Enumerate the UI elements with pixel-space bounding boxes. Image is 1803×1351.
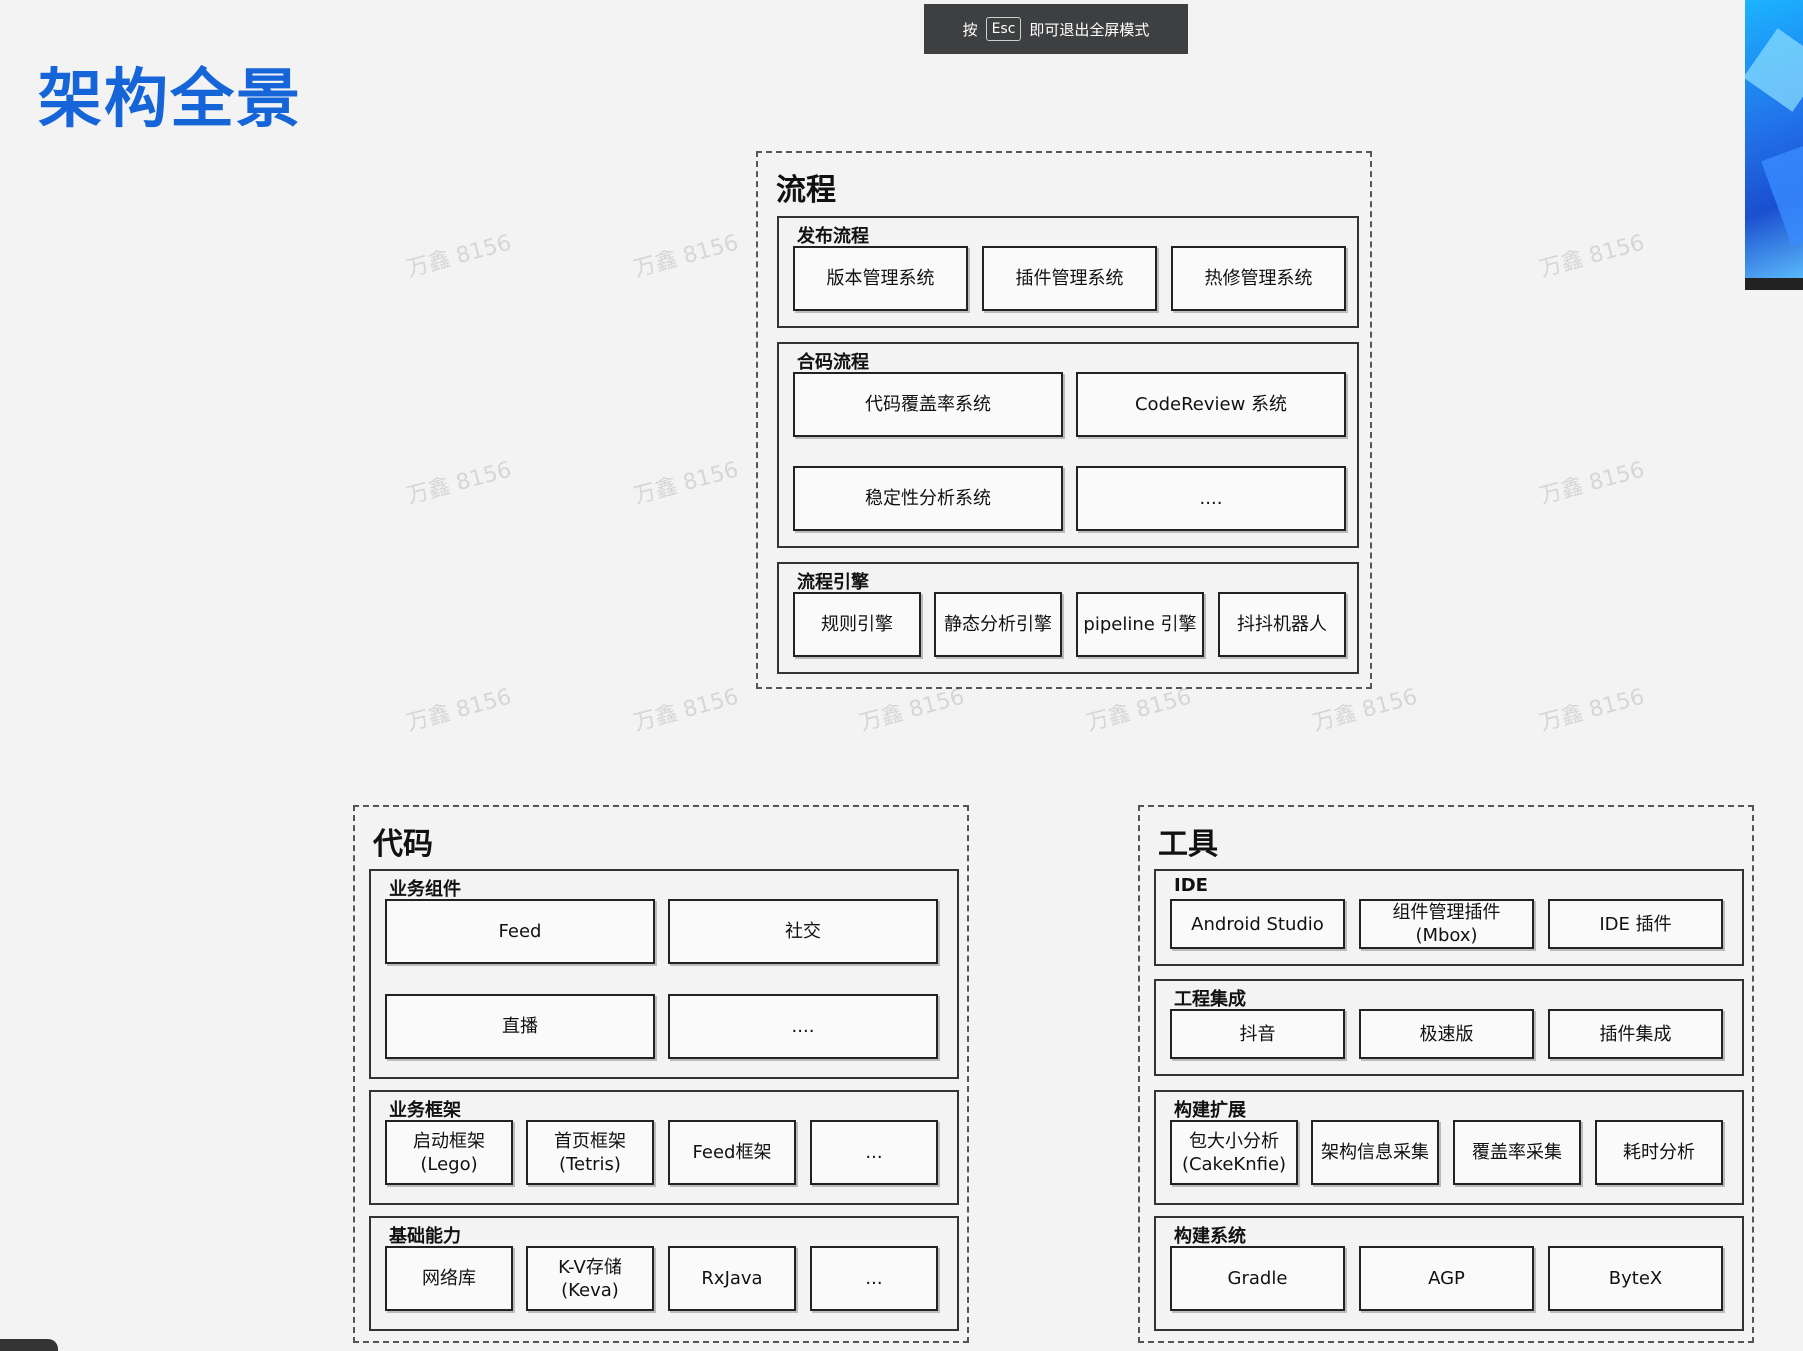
diagram-box: Feed <box>385 899 655 964</box>
ide-title: IDE <box>1174 875 1208 896</box>
diagram-box: 极速版 <box>1359 1009 1534 1059</box>
business-components-group: 业务组件 Feed 社交 直播 .... <box>369 869 959 1079</box>
flow-section: 流程 发布流程 版本管理系统 插件管理系统 热修管理系统 合码流程 代码覆盖率系… <box>756 151 1372 689</box>
build-system-group: 构建系统 Gradle AGP ByteX <box>1154 1216 1744 1331</box>
integration-title: 工程集成 <box>1174 989 1246 1010</box>
page-title: 架构全景 <box>38 63 302 137</box>
diagram-box: 稳定性分析系统 <box>793 466 1063 531</box>
base-capabilities-group: 基础能力 网络库 K-V存储 (Keva) RxJava ... <box>369 1216 959 1331</box>
diagram-box: 直播 <box>385 994 655 1059</box>
business-frameworks-title: 业务框架 <box>389 1100 461 1121</box>
build-extension-title: 构建扩展 <box>1174 1100 1246 1121</box>
build-system-title: 构建系统 <box>1174 1226 1246 1247</box>
tools-section: 工具 IDE Android Studio 组件管理插件 (Mbox) IDE … <box>1138 805 1754 1343</box>
watermark: 万鑫 8156 <box>1537 684 1648 737</box>
watermark: 万鑫 8156 <box>631 684 742 737</box>
diagram-box: ... <box>810 1246 938 1311</box>
fullscreen-exit-banner: 按 Esc 即可退出全屏模式 <box>924 4 1188 54</box>
diagram-box: .... <box>668 994 938 1059</box>
watermark: 万鑫 8156 <box>1537 457 1648 510</box>
thumbnail-shape <box>1761 144 1803 246</box>
diagram-box: pipeline 引擎 <box>1076 592 1204 657</box>
diagram-box: Android Studio <box>1170 899 1345 949</box>
diagram-box: 抖抖机器人 <box>1218 592 1346 657</box>
diagram-box: 插件管理系统 <box>982 246 1157 311</box>
watermark: 万鑫 8156 <box>631 457 742 510</box>
flow-engine-title: 流程引擎 <box>797 572 869 593</box>
diagram-box: 静态分析引擎 <box>934 592 1062 657</box>
diagram-box: 网络库 <box>385 1246 513 1311</box>
diagram-box: 耗时分析 <box>1595 1120 1723 1185</box>
diagram-box: ... <box>810 1120 938 1185</box>
diagram-box: Gradle <box>1170 1246 1345 1311</box>
business-frameworks-group: 业务框架 启动框架 (Lego) 首页框架 (Tetris) Feed框架 ..… <box>369 1090 959 1205</box>
diagram-box: 社交 <box>668 899 938 964</box>
thumbnail-status-bar <box>1745 278 1803 290</box>
diagram-box: 启动框架 (Lego) <box>385 1120 513 1185</box>
diagram-box: 覆盖率采集 <box>1453 1120 1581 1185</box>
esc-prefix: 按 <box>962 20 978 39</box>
ide-group: IDE Android Studio 组件管理插件 (Mbox) IDE 插件 <box>1154 869 1744 966</box>
thumbnail-shape <box>1745 28 1803 112</box>
diagram-box: .... <box>1076 466 1346 531</box>
diagram-box: 版本管理系统 <box>793 246 968 311</box>
release-flow-group: 发布流程 版本管理系统 插件管理系统 热修管理系统 <box>777 216 1359 328</box>
diagram-box: 规则引擎 <box>793 592 921 657</box>
diagram-box: K-V存储 (Keva) <box>526 1246 654 1311</box>
base-capabilities-title: 基础能力 <box>389 1226 461 1247</box>
video-thumbnail[interactable] <box>1745 0 1803 290</box>
diagram-box: AGP <box>1359 1246 1534 1311</box>
code-title: 代码 <box>373 827 433 862</box>
watermark: 万鑫 8156 <box>404 230 515 283</box>
diagram-box: CodeReview 系统 <box>1076 372 1346 437</box>
diagram-box: 抖音 <box>1170 1009 1345 1059</box>
esc-key: Esc <box>985 17 1022 41</box>
integration-group: 工程集成 抖音 极速版 插件集成 <box>1154 979 1744 1076</box>
build-extension-group: 构建扩展 包大小分析 (CakeKnfie) 架构信息采集 覆盖率采集 耗时分析 <box>1154 1090 1744 1205</box>
corner-control[interactable] <box>0 1339 58 1351</box>
watermark: 万鑫 8156 <box>404 457 515 510</box>
merge-flow-title: 合码流程 <box>797 352 869 373</box>
watermark: 万鑫 8156 <box>1537 230 1648 283</box>
release-flow-title: 发布流程 <box>797 226 869 247</box>
merge-flow-group: 合码流程 代码覆盖率系统 CodeReview 系统 稳定性分析系统 .... <box>777 342 1359 548</box>
business-components-title: 业务组件 <box>389 879 461 900</box>
diagram-box: Feed框架 <box>668 1120 796 1185</box>
diagram-box: IDE 插件 <box>1548 899 1723 949</box>
diagram-box: 架构信息采集 <box>1311 1120 1439 1185</box>
watermark: 万鑫 8156 <box>404 684 515 737</box>
diagram-box: ByteX <box>1548 1246 1723 1311</box>
diagram-box: 插件集成 <box>1548 1009 1723 1059</box>
diagram-box: 代码覆盖率系统 <box>793 372 1063 437</box>
tools-title: 工具 <box>1158 827 1218 862</box>
diagram-box: RxJava <box>668 1246 796 1311</box>
code-section: 代码 业务组件 Feed 社交 直播 .... 业务框架 启动框架 (Lego)… <box>353 805 969 1343</box>
diagram-box: 包大小分析 (CakeKnfie) <box>1170 1120 1298 1185</box>
diagram-box: 热修管理系统 <box>1171 246 1346 311</box>
flow-title: 流程 <box>776 173 836 208</box>
flow-engine-group: 流程引擎 规则引擎 静态分析引擎 pipeline 引擎 抖抖机器人 <box>777 562 1359 674</box>
diagram-box: 首页框架 (Tetris) <box>526 1120 654 1185</box>
watermark: 万鑫 8156 <box>631 230 742 283</box>
esc-suffix: 即可退出全屏模式 <box>1029 20 1150 39</box>
diagram-box: 组件管理插件 (Mbox) <box>1359 899 1534 949</box>
